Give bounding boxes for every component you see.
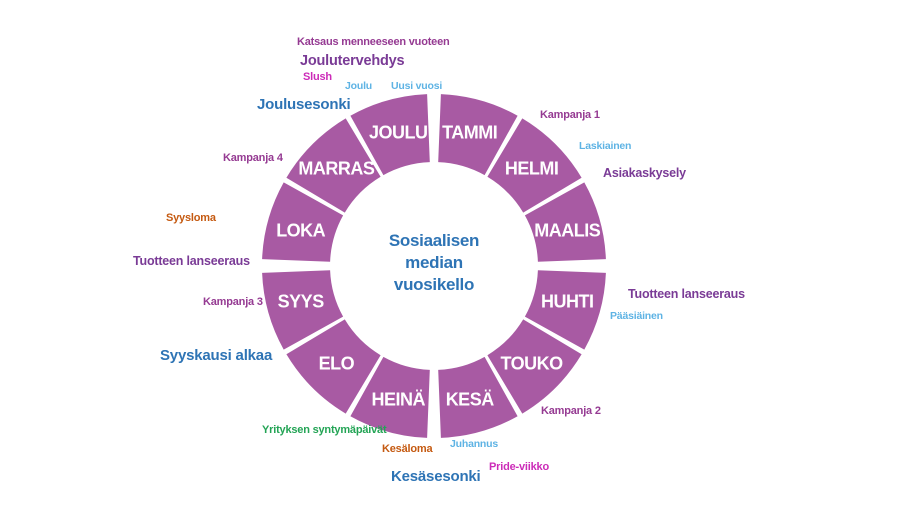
month-label-loka: LOKA <box>276 220 325 240</box>
label-joulusesonki: Joulusesonki <box>257 96 351 113</box>
label-yrityksen-syntymapaivat: Yrityksen syntymäpäivät <box>262 424 387 436</box>
month-segment-loka <box>262 182 344 262</box>
month-segment-tammi <box>438 94 518 176</box>
chart-title-line-3: vuosikello <box>393 275 475 294</box>
label-syyskausi-alkaa: Syyskausi alkaa <box>160 347 273 364</box>
label-kampanja-2: Kampanja 2 <box>541 405 601 417</box>
month-label-tammi: TAMMI <box>442 123 497 143</box>
month-segment-syys <box>262 270 344 350</box>
month-label-heina: HEINÄ <box>372 389 426 409</box>
label-joulu: Joulu <box>345 80 372 92</box>
label-slush: Slush <box>303 71 332 83</box>
label-pride-viikko: Pride-viikko <box>489 461 549 473</box>
label-katsaus-menneeseen-vuoteen: Katsaus menneeseen vuoteen <box>297 36 450 48</box>
chart-title-line-2: median <box>405 253 463 272</box>
label-joulutervehdys: Joulutervehdys <box>300 53 405 69</box>
label-kampanja-1: Kampanja 1 <box>540 109 600 121</box>
month-label-touko: TOUKO <box>501 354 564 374</box>
month-segment-touko <box>487 319 582 414</box>
label-tuotteen-lanseeraus-left: Tuotteen lanseeraus <box>133 254 250 268</box>
label-kampanja-4: Kampanja 4 <box>223 152 283 164</box>
month-label-elo: ELO <box>319 354 355 374</box>
month-segment-marras <box>286 118 381 213</box>
month-label-kesa: KESÄ <box>446 389 495 409</box>
month-segment-elo <box>286 319 381 414</box>
month-segment-maalis <box>524 182 606 262</box>
month-segment-kesa <box>438 356 518 438</box>
month-label-syys: SYYS <box>278 292 325 312</box>
month-label-maalis: MAALIS <box>534 220 600 240</box>
label-tuotteen-lanseeraus-right: Tuotteen lanseeraus <box>628 287 745 301</box>
label-kesasesonki: Kesäsesonki <box>391 468 481 485</box>
label-juhannus: Juhannus <box>450 438 498 450</box>
month-segment-huhti <box>524 270 606 350</box>
label-paasiainen: Pääsiäinen <box>610 310 663 322</box>
label-kampanja-3: Kampanja 3 <box>203 296 263 308</box>
month-segment-helmi <box>487 118 582 213</box>
label-asiakaskysely: Asiakaskysely <box>603 166 686 180</box>
chart-title: Sosiaalisen median vuosikello <box>334 230 534 296</box>
month-label-marras: MARRAS <box>298 158 374 178</box>
label-kesaloma: Kesäloma <box>382 443 433 455</box>
chart-title-line-1: Sosiaalisen <box>388 231 480 250</box>
month-segment-joulu <box>350 94 430 176</box>
month-segment-heina <box>350 356 430 438</box>
label-syysloma: Syysloma <box>166 212 216 224</box>
label-laskiainen: Laskiainen <box>579 140 632 152</box>
month-label-huhti: HUHTI <box>541 292 594 312</box>
label-uusi-vuosi: Uusi vuosi <box>391 80 443 92</box>
month-label-joulu: JOULU <box>369 123 428 143</box>
month-label-helmi: HELMI <box>505 158 559 178</box>
